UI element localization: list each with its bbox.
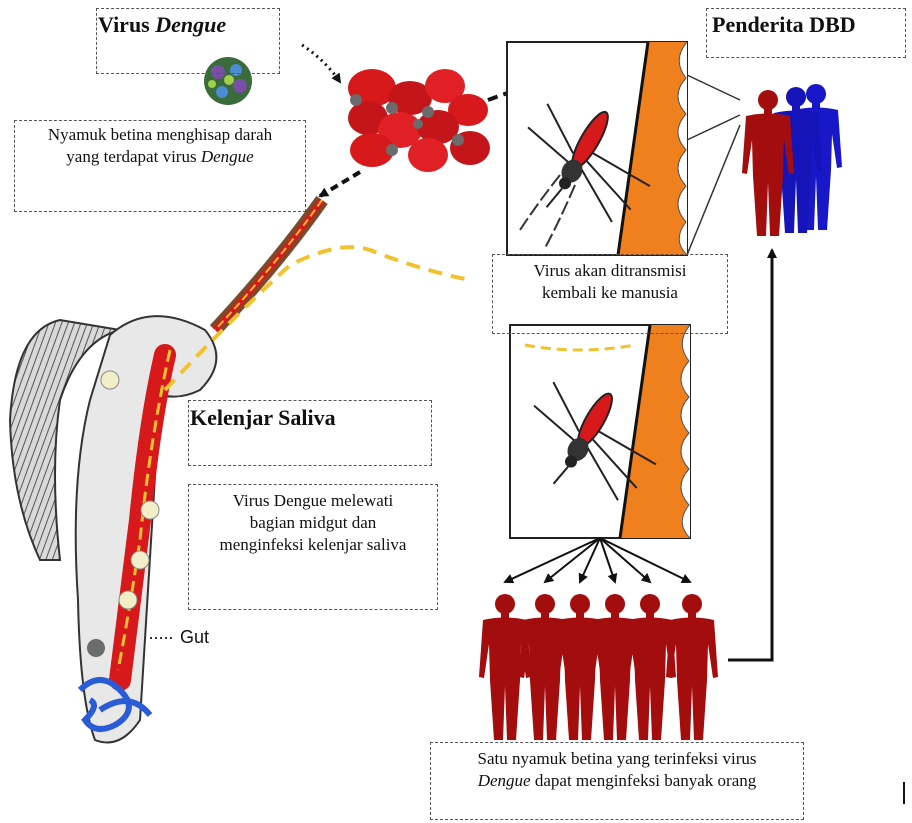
bite-caption-line2: yang terdapat virus Dengue: [14, 146, 306, 168]
bite-caption-line2-italic: Dengue: [201, 147, 254, 166]
dissected-mosquito-body: [10, 200, 322, 743]
many-caption: Satu nyamuk betina yang terinfeksi virus…: [430, 748, 804, 792]
bite-caption-line1: Nyamuk betina menghisap darah: [14, 124, 306, 146]
infected-crowd: [479, 594, 718, 740]
midgut-caption-line3: menginfeksi kelenjar saliva: [188, 534, 438, 556]
transmit-caption-line1: Virus akan ditransmisi: [492, 260, 728, 282]
blood-to-mosquito-arrow: [320, 172, 360, 196]
many-caption-line2: Dengue dapat menginfeksi banyak orang: [430, 770, 804, 792]
transmit-caption: Virus akan ditransmisi kembali ke manusi…: [492, 260, 728, 304]
patient-humans: [742, 84, 842, 236]
midgut-caption: Virus Dengue melewati bagian midgut dan …: [188, 490, 438, 556]
bite-caption-line2-text: yang terdapat virus: [66, 147, 201, 166]
midgut-caption-line1: Virus Dengue melewati: [188, 490, 438, 512]
fan-out-arrows: [505, 538, 690, 582]
virus-to-blood-arrow: [302, 45, 340, 82]
salivary-title: Kelenjar Saliva: [190, 405, 336, 431]
many-caption-line2-italic: Dengue: [478, 771, 531, 790]
middle-bite-panel: [505, 325, 690, 538]
top-bite-panel: [498, 42, 687, 255]
midgut-caption-line2: bagian midgut dan: [188, 512, 438, 534]
many-caption-line1: Satu nyamuk betina yang terinfeksi virus: [430, 748, 804, 770]
blood-cell-cluster: [348, 69, 490, 172]
virus-title-italic: Dengue: [155, 12, 226, 37]
patient-title: Penderita DBD: [712, 12, 856, 38]
virus-title-text: Virus: [98, 12, 155, 37]
crowd-to-patient-arrow: [728, 250, 772, 660]
transmit-caption-line2: kembali ke manusia: [492, 282, 728, 304]
panel-to-humans-lines: [687, 75, 740, 255]
many-caption-line2-text: dapat menginfeksi banyak orang: [531, 771, 757, 790]
gut-label: Gut: [180, 627, 209, 648]
bite-caption: Nyamuk betina menghisap darah yang terda…: [14, 124, 306, 168]
virus-title: Virus Dengue: [98, 12, 226, 38]
